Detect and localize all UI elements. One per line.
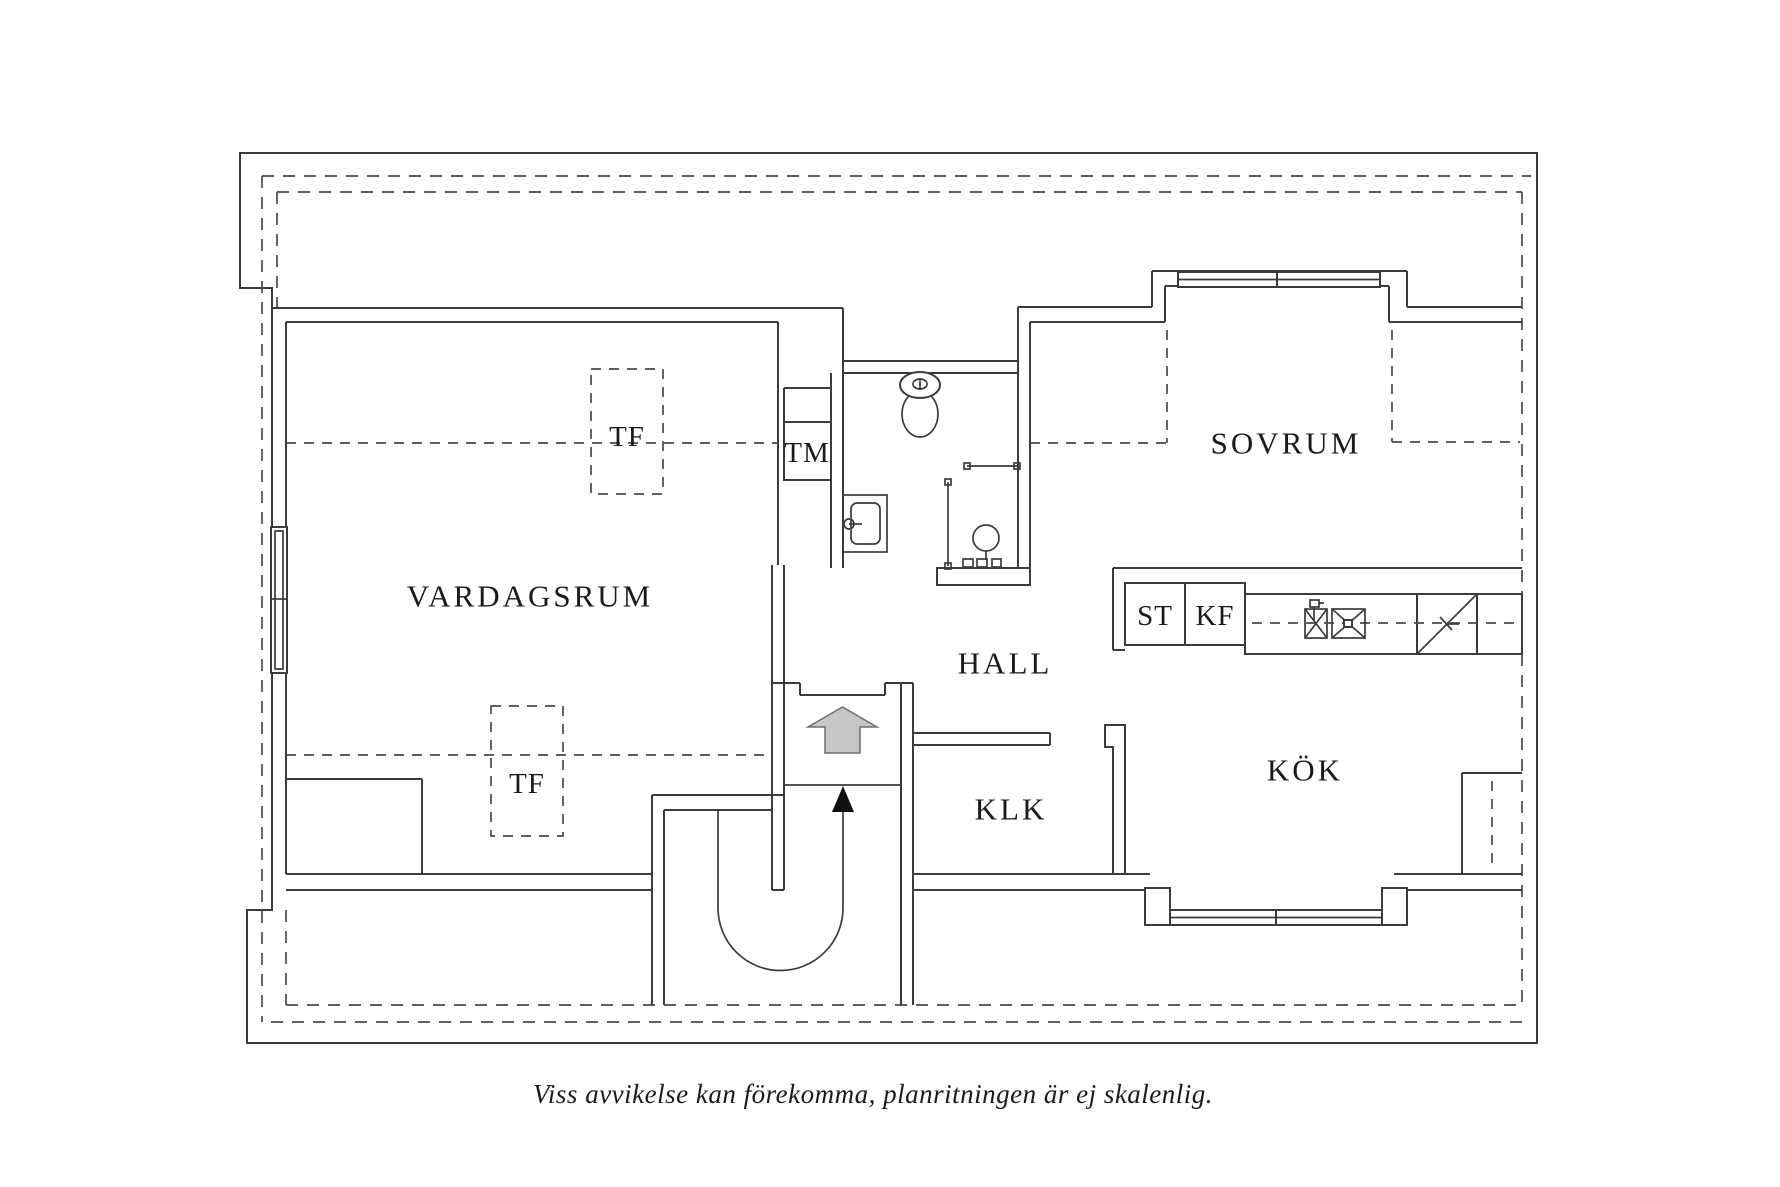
skylight-upper-box: TF <box>590 368 664 495</box>
stove-label: ST <box>1137 600 1173 632</box>
stair-arrowhead-icon <box>832 786 854 812</box>
toilet-icon <box>899 371 941 438</box>
skylight-upper-label: TF <box>609 421 645 453</box>
washing-machine-box: TM <box>783 421 832 481</box>
disclaimer-caption: Viss avvikelse kan förekomma, planritnin… <box>533 1079 1213 1109</box>
dishwasher-diagonal-icon <box>1416 593 1478 655</box>
kitchen-counter: ST KF <box>1112 568 1523 655</box>
washing-machine-label: TM <box>784 437 830 469</box>
outer-boundary <box>239 152 1538 1044</box>
shower-icon <box>944 462 1021 570</box>
landing-arrow-icon <box>805 706 880 754</box>
stairwell <box>651 682 914 1005</box>
skylight-lower-box: TF <box>490 705 564 837</box>
bedroom-label: SOVRUM <box>1211 426 1362 461</box>
closet-label: KLK <box>975 792 1048 827</box>
kitchen-label: KÖK <box>1267 753 1343 788</box>
room-labels: VARDAGSRUM SOVRUM HALL KLK KÖK <box>407 426 1362 827</box>
sink-icon <box>1304 599 1328 639</box>
basin-icon <box>1331 608 1366 639</box>
skylight-lower-label: TF <box>509 768 545 800</box>
pantry-closet <box>1461 772 1522 874</box>
hall-label: HALL <box>958 646 1053 681</box>
window-bedroom <box>1177 271 1381 288</box>
washbasin-icon <box>842 494 888 553</box>
window-kitchen <box>1169 909 1383 926</box>
window-left <box>270 526 288 674</box>
stair-direction-path <box>717 810 844 972</box>
living-room-label: VARDAGSRUM <box>407 579 654 614</box>
ceiling-dashed-lines <box>286 330 1520 756</box>
fridge-freezer-label: KF <box>1195 600 1234 632</box>
